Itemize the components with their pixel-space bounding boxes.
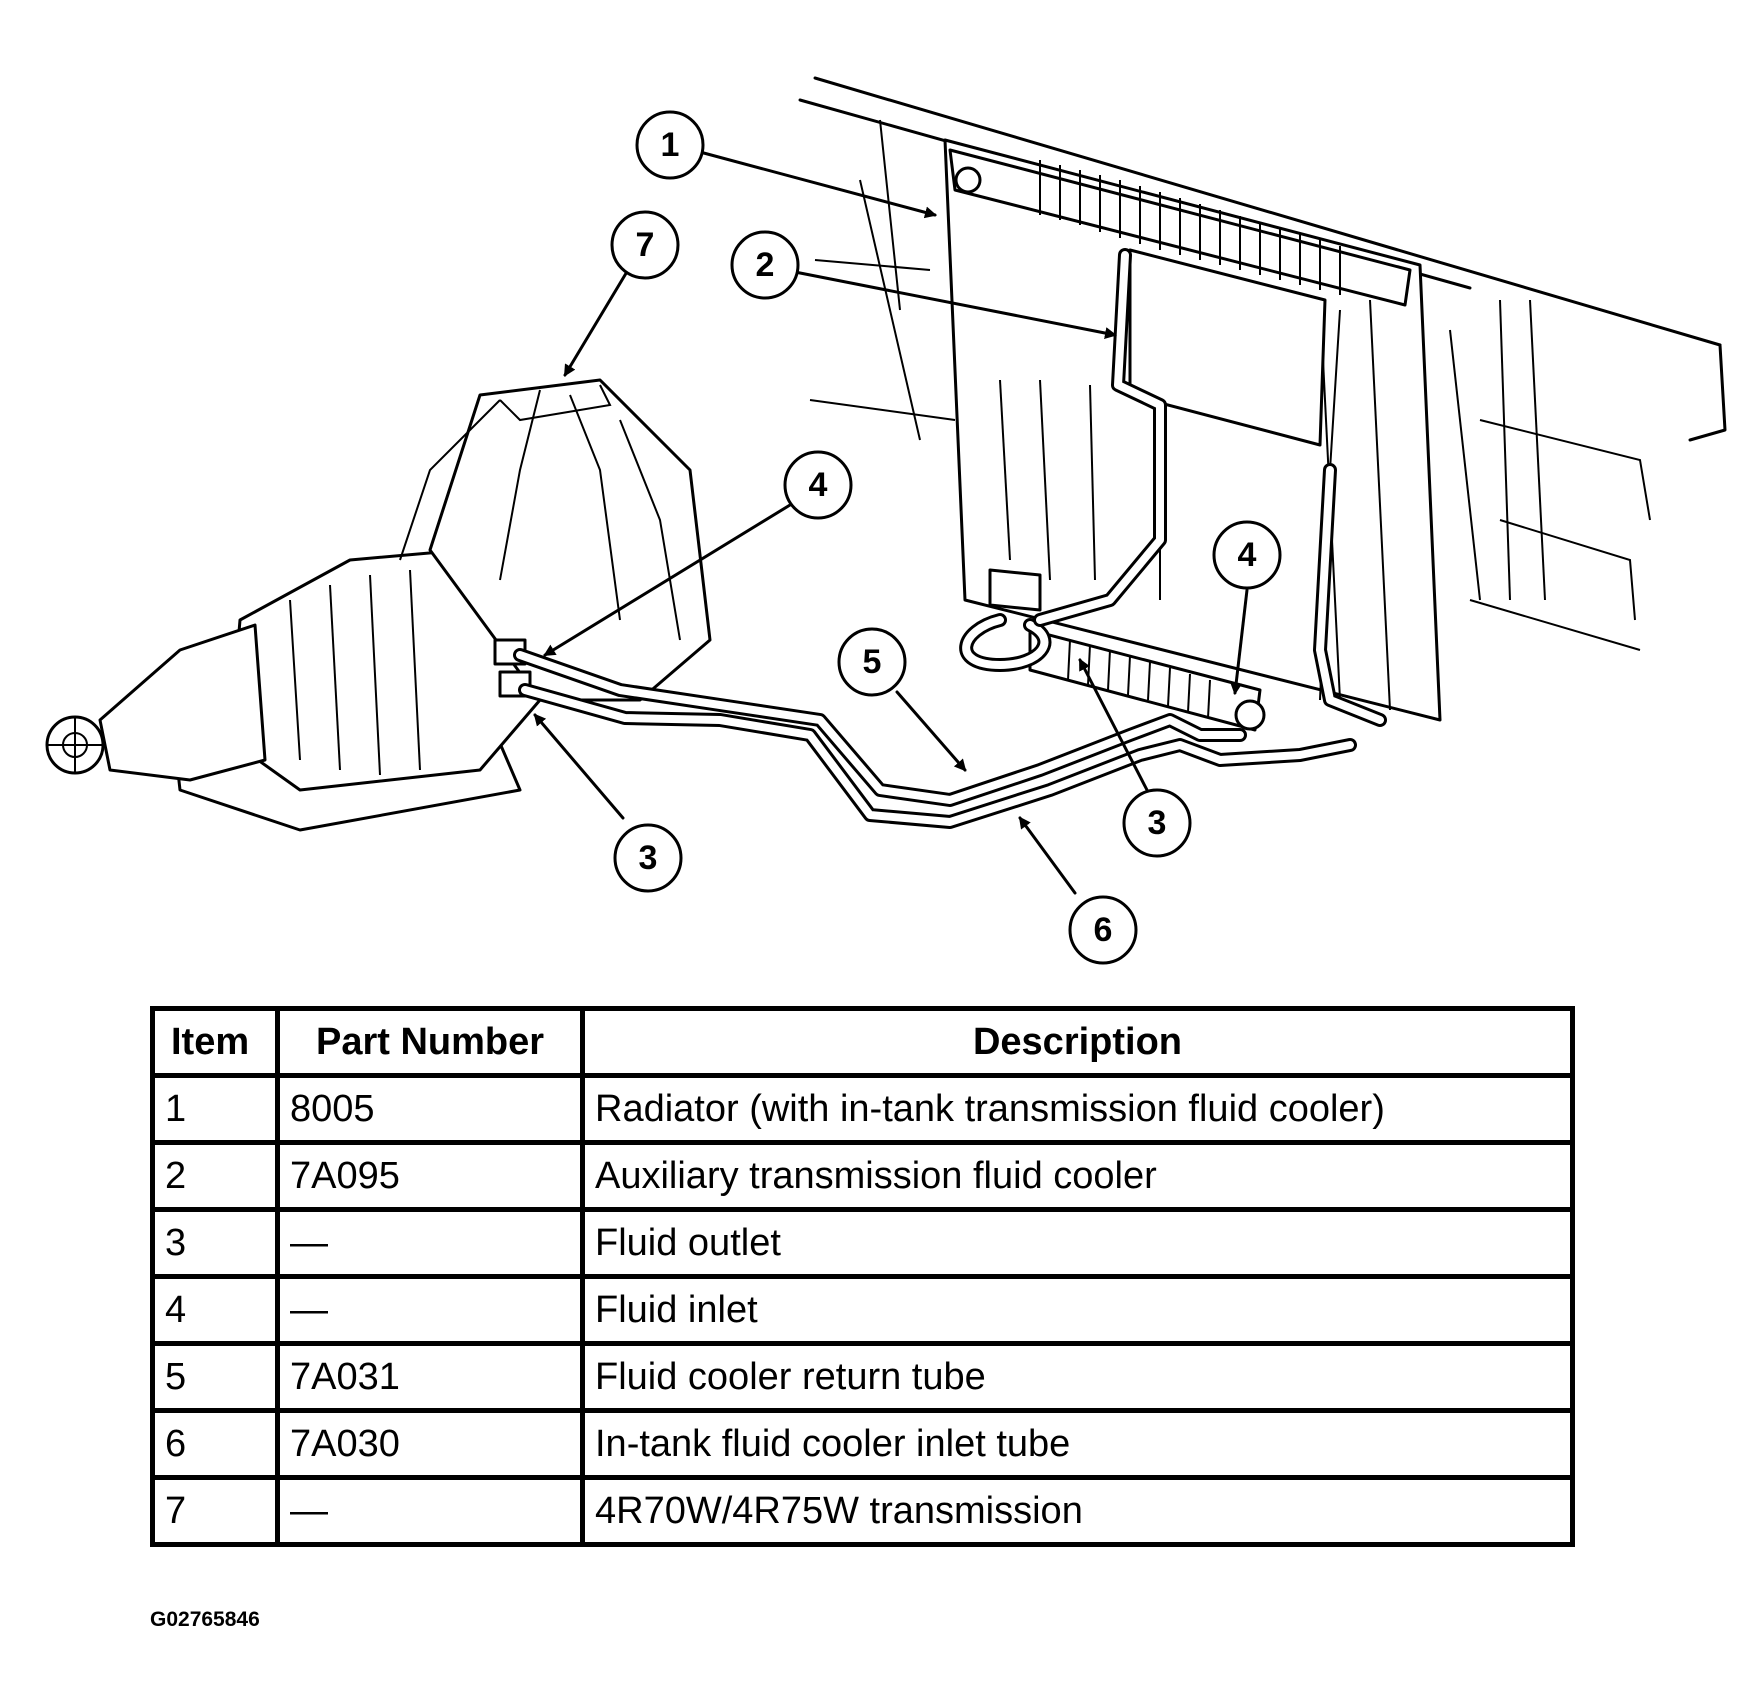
table-row: 3 — Fluid outlet (150, 1207, 1575, 1279)
callout-4-right: 4 (1212, 520, 1282, 590)
cell-part-number: — (275, 1475, 585, 1547)
cell-description: Fluid cooler return tube (580, 1341, 1575, 1413)
header-description: Description (580, 1006, 1575, 1078)
callout-4-left: 4 (783, 450, 853, 520)
fluid-tubes (513, 248, 1387, 829)
cell-description: 4R70W/4R75W transmission (580, 1475, 1575, 1547)
callout-6-label: 6 (1094, 911, 1113, 949)
table-row: 7 — 4R70W/4R75W transmission (150, 1475, 1575, 1547)
header-part-number: Part Number (275, 1006, 585, 1078)
cell-part-number: 8005 (275, 1073, 585, 1145)
table-row: 2 7A095 Auxiliary transmission fluid coo… (150, 1140, 1575, 1212)
cell-part-number: 7A030 (275, 1408, 585, 1480)
table-row: 4 — Fluid inlet (150, 1274, 1575, 1346)
table-row: 1 8005 Radiator (with in-tank transmissi… (150, 1073, 1575, 1145)
callout-3-right: 3 (1122, 788, 1192, 858)
cell-item: 6 (150, 1408, 280, 1480)
cell-description: Auxiliary transmission fluid cooler (580, 1140, 1575, 1212)
cell-item: 3 (150, 1207, 280, 1279)
callout-2: 2 (730, 230, 800, 300)
cell-item: 2 (150, 1140, 280, 1212)
callout-4-right-label: 4 (1238, 536, 1257, 574)
table-row: 5 7A031 Fluid cooler return tube (150, 1341, 1575, 1413)
cell-item: 5 (150, 1341, 280, 1413)
parts-table: Item Part Number Description 1 8005 Radi… (150, 1006, 1575, 1547)
header-item: Item (150, 1006, 280, 1078)
callout-1-label: 1 (661, 126, 680, 164)
cell-description: Fluid inlet (580, 1274, 1575, 1346)
callout-3-right-label: 3 (1148, 804, 1167, 842)
cell-description: Radiator (with in-tank transmission flui… (580, 1073, 1575, 1145)
callout-7-label: 7 (636, 226, 655, 264)
cell-part-number: — (275, 1274, 585, 1346)
cell-part-number: 7A095 (275, 1140, 585, 1212)
radiator (943, 138, 1442, 732)
table-row: 6 7A030 In-tank fluid cooler inlet tube (150, 1408, 1575, 1480)
leader-lines (533, 150, 1249, 895)
cell-description: In-tank fluid cooler inlet tube (580, 1408, 1575, 1480)
cell-description: Fluid outlet (580, 1207, 1575, 1279)
callout-6: 6 (1068, 895, 1138, 965)
cell-item: 1 (150, 1073, 280, 1145)
callout-2-label: 2 (756, 246, 775, 284)
callout-4-left-label: 4 (809, 466, 828, 504)
callout-1: 1 (635, 110, 705, 180)
callout-3-left: 3 (613, 823, 683, 893)
callout-3-left-label: 3 (639, 839, 658, 877)
cell-part-number: — (275, 1207, 585, 1279)
transmission (45, 378, 712, 832)
figure-id: G02765846 (150, 1608, 260, 1631)
callout-5: 5 (837, 627, 907, 697)
frame-structure (798, 76, 1727, 651)
cell-part-number: 7A031 (275, 1341, 585, 1413)
cooler-line-diagram: 1 2 7 4 4 5 3 3 6 (45, 76, 1727, 965)
callout-7: 7 (610, 210, 680, 280)
table-header-row: Item Part Number Description (150, 1006, 1575, 1078)
cell-item: 4 (150, 1274, 280, 1346)
cell-item: 7 (150, 1475, 280, 1547)
callout-5-label: 5 (863, 643, 882, 681)
